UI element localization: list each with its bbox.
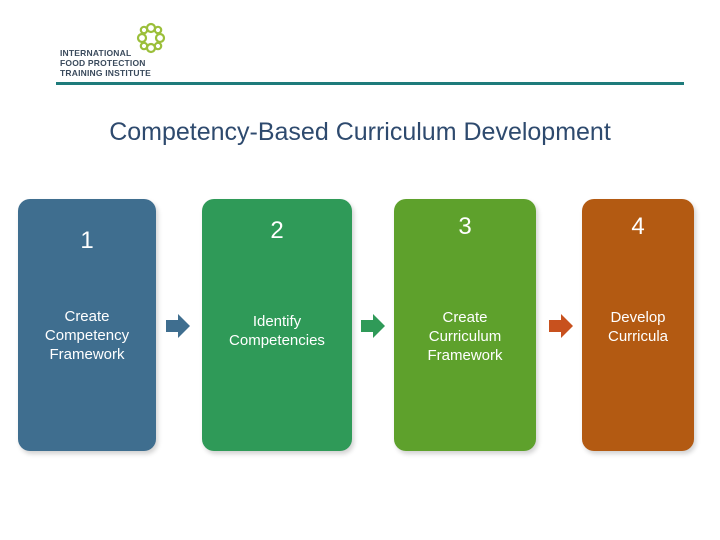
right-arrow-icon <box>361 314 385 338</box>
logo-text: INTERNATIONAL FOOD PROTECTION TRAINING I… <box>60 48 151 78</box>
step-label: Create Curriculum Framework <box>427 309 503 364</box>
step-label: Develop Curricula <box>607 309 668 345</box>
step-number: 1 <box>80 227 94 254</box>
step-label: Identify Competencies <box>229 313 325 349</box>
step-label: Create Competency Framework <box>44 308 130 363</box>
page-title: Competency-Based Curriculum Development <box>109 118 611 146</box>
step-box-3: 3 Create Curriculum Framework <box>394 199 536 451</box>
step-number: 4 <box>631 213 645 240</box>
step-box-2: 2 Identify Competencies <box>202 199 352 451</box>
right-arrow-icon <box>549 314 573 338</box>
step-number: 3 <box>458 213 472 240</box>
flower-logo-icon <box>136 22 166 54</box>
logo-line: INTERNATIONAL <box>60 48 132 58</box>
logo-line: FOOD PROTECTION <box>60 58 146 68</box>
right-arrow-icon <box>166 314 190 338</box>
step-number: 2 <box>270 217 284 244</box>
step-box-4: 4 Develop Curricula <box>582 199 694 451</box>
step-box-1: 1 Create Competency Framework <box>18 199 156 451</box>
header-divider <box>56 82 684 85</box>
logo: INTERNATIONAL FOOD PROTECTION TRAINING I… <box>56 20 176 80</box>
logo-line: TRAINING INSTITUTE <box>60 68 151 78</box>
